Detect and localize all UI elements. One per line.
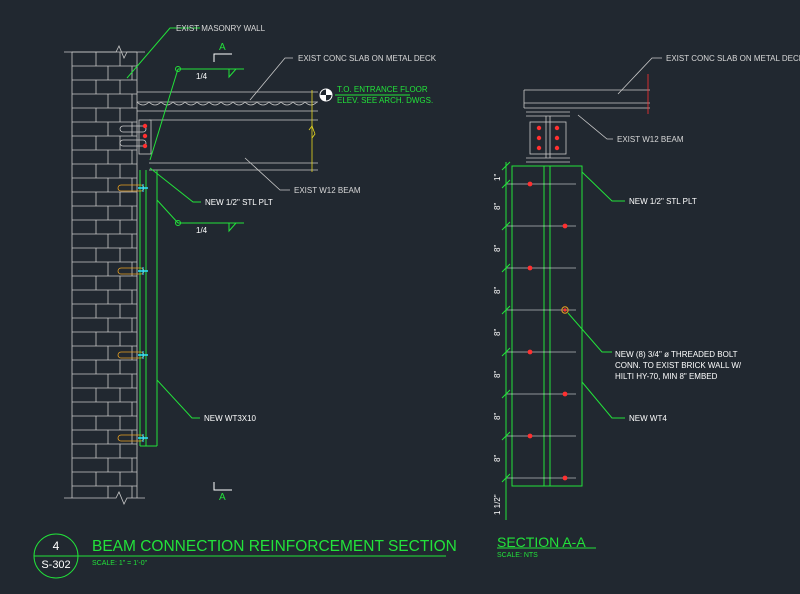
detail-number: 4 [53,539,60,553]
dim-spacing-1: 8" [493,203,502,210]
dim-top-edge: 1" [493,174,502,181]
label-exist-slab-left: EXIST CONC SLAB ON METAL DECK [298,54,437,63]
existing-beam-right [526,111,570,163]
dim-spacing-2: 8" [493,245,502,252]
bolt-note-line-3: HILTI HY-70, MIN 8" EMBED [615,372,718,381]
dim-spacing-4: 8" [493,329,502,336]
bolt-note-line-1: NEW (8) 3/4" ø THREADED BOLT [615,350,738,359]
section-cut-letter-top: A [219,42,226,53]
elevation-note-line-2: ELEV. SEE ARCH. DWGS. [337,96,433,105]
label-new-plate-right: NEW 1/2" STL PLT [629,197,697,206]
section-cut-letter-bottom: A [219,492,226,503]
dim-bottom-edge: 1 1/2" [493,494,502,515]
concrete-slab-left [136,90,318,172]
new-wt3x10-left [139,170,158,447]
dim-spacing-7: 8" [493,455,502,462]
section-scale: SCALE: NTS [497,552,538,559]
dim-spacing-6: 8" [493,413,502,420]
leaders-right [567,57,662,419]
label-exist-w12-left: EXIST W12 BEAM [294,186,361,195]
bolt-note-line-2: CONN. TO EXIST BRICK WALL W/ [615,361,742,370]
new-wt4-right [511,165,583,487]
dimension-string: 1" 8" 8" 8" 8" 8" 8" 8" 1 1/2" [493,161,511,520]
concrete-slab-right [523,74,650,114]
section-cut-marker-bottom: A [213,482,232,503]
dim-spacing-3: 8" [493,287,502,294]
elevation-marker: T.O. ENTRANCE FLOOR ELEV. SEE ARCH. DWGS… [319,85,433,105]
detail-title-block: 4 S-302 BEAM CONNECTION REINFORCEMENT SE… [33,533,457,579]
label-exist-w12-right: EXIST W12 BEAM [617,135,684,144]
masonry-wall [64,45,145,505]
sheet-number: S-302 [41,559,70,571]
label-exist-masonry-wall: EXIST MASONRY WALL [176,24,266,33]
dim-spacing-5: 8" [493,371,502,378]
detail-scale: SCALE: 1" = 1'-0" [92,560,148,567]
anchor-bolts-right [527,181,569,481]
label-new-wt3x10: NEW WT3X10 [204,414,257,423]
section-title: SECTION A-A [497,534,586,550]
leaders-left [126,27,293,419]
detail-title: BEAM CONNECTION REINFORCEMENT SECTION [92,538,457,555]
weld-symbol-top: 1/4 [149,66,244,161]
label-new-plate-left: NEW 1/2" STL PLT [205,198,273,207]
existing-bolts [119,119,152,155]
new-anchor-bolts-left [117,184,148,442]
section-title-block: SECTION A-A SCALE: NTS [497,534,596,559]
label-new-wt4: NEW WT4 [629,414,667,423]
weld-size-bottom: 1/4 [196,226,208,235]
label-exist-slab-right: EXIST CONC SLAB ON METAL DECK [666,54,800,63]
elevation-note-line-1: T.O. ENTRANCE FLOOR [337,85,428,94]
section-cut-marker-top: A [213,42,232,62]
weld-symbol-bottom: 1/4 [156,199,244,235]
weld-size-top: 1/4 [196,72,208,81]
